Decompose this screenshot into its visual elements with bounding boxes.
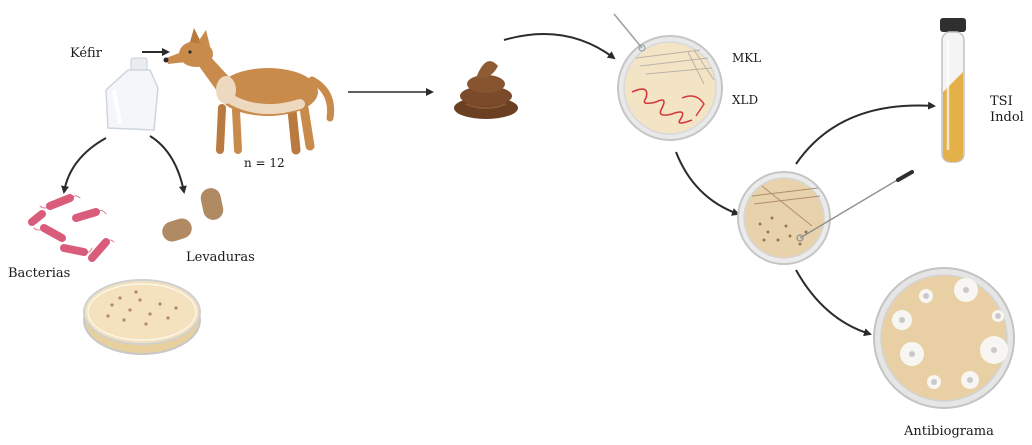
indol-label: Indol [990,110,1024,125]
arrow-plate-to-subculture [676,152,738,214]
petri-dish-subculture-icon [738,172,912,264]
bacterias-label: Bacterias [8,266,70,281]
antibiograma-label: Antibiograma [904,424,994,439]
sample-size-label: n = 12 [244,156,285,170]
arrow-kefir-to-bacteria [64,138,106,192]
dog-icon [164,28,331,150]
levaduras-label: Levaduras [186,250,255,265]
kefir-label: Kéfir [70,46,102,61]
kefir-bottle-icon [106,58,158,130]
arrow-kefir-to-yeast [150,136,184,192]
petri-dish-mkl-xld-icon [614,14,722,140]
yeast-icon [160,186,225,244]
mkl-label: MKL [732,51,761,65]
antibiogram-plate-icon [874,268,1014,408]
bacteria-icon [32,196,114,258]
feces-icon [454,61,518,119]
tsi-label: TSI [990,94,1013,109]
arrow-subculture-to-antibiogram [796,270,870,334]
xld-label: XLD [732,93,758,107]
arrow-subculture-to-tube [796,105,934,164]
tsi-tube-icon [940,18,966,162]
petri-dish-bacteria-icon [84,280,200,354]
arrow-feces-to-plate [504,34,614,58]
